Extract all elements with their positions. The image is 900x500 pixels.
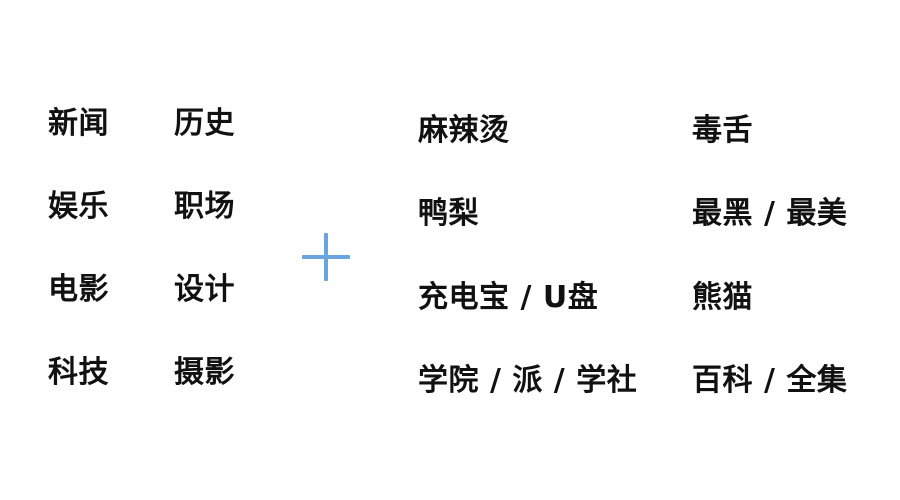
term-left-col1-1: 新闻 (48, 106, 109, 141)
term-right-col1-4: 学院 / 派 / 学社 (418, 363, 638, 398)
term-left-col1-3: 电影 (48, 272, 109, 307)
term-right-col2-1: 毒舌 (692, 113, 753, 148)
term-right-col1-2: 鸭梨 (418, 196, 479, 231)
plus-icon (302, 233, 350, 281)
term-left-col2-4: 摄影 (174, 355, 235, 390)
plus-icon-vertical (324, 233, 328, 281)
term-right-col1-1: 麻辣烫 (418, 113, 510, 148)
term-right-col2-2: 最黑 / 最美 (692, 196, 848, 231)
term-left-col2-1: 历史 (174, 106, 235, 141)
term-left-col2-2: 职场 (174, 189, 235, 224)
term-left-col1-2: 娱乐 (48, 189, 109, 224)
term-right-col2-4: 百科 / 全集 (692, 363, 848, 398)
term-left-col2-3: 设计 (174, 272, 235, 307)
term-right-col2-3: 熊猫 (692, 280, 753, 315)
term-left-col1-4: 科技 (48, 355, 109, 390)
term-right-col1-3: 充电宝 / U盘 (418, 280, 599, 315)
